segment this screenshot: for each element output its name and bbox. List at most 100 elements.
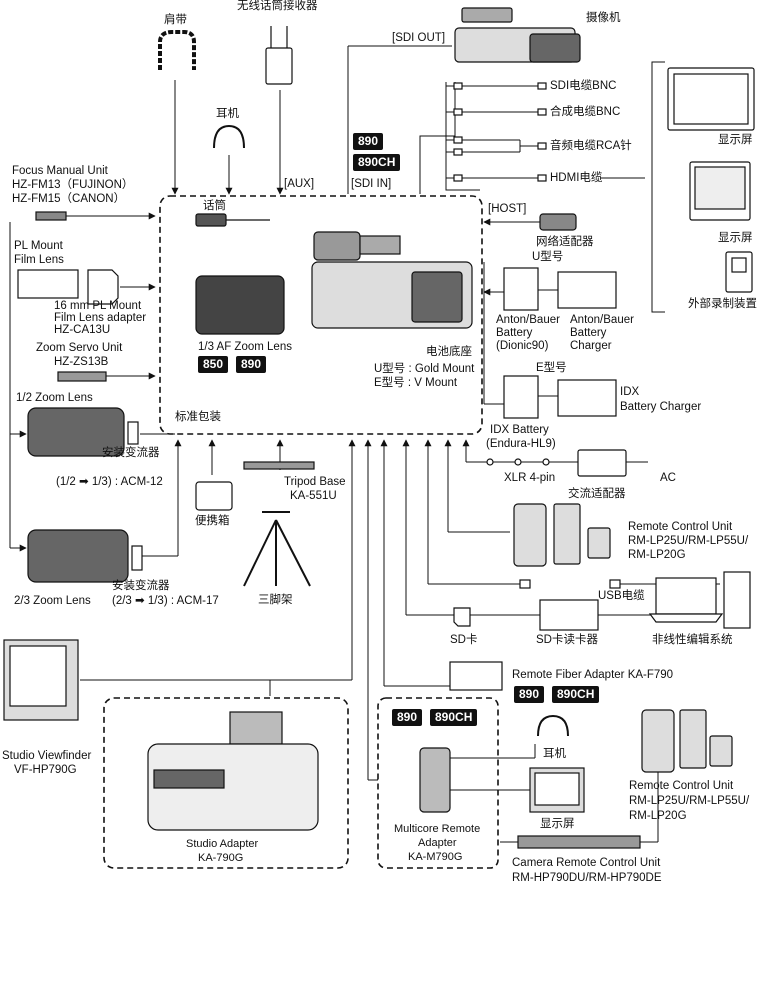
badge-890ch: 890CH (552, 686, 600, 703)
af-zoom-lens-label: 1/3 AF Zoom Lens (198, 341, 292, 353)
monitor-3-label: 显示屏 (540, 818, 575, 830)
crcu-2: RM-HP790DU/RM-HP790DE (512, 872, 662, 884)
camcorder-icon (454, 7, 581, 63)
anton-charger-2: Battery (570, 327, 607, 339)
hdmi-label: HDMI电缆 (550, 172, 603, 184)
camera-remote-control-unit-icon (517, 835, 641, 849)
studio-adapter-box (103, 697, 349, 869)
badge-890: 890 (514, 686, 545, 703)
studio-adapter-2: KA-790G (198, 852, 244, 864)
ac-label: AC (660, 472, 676, 484)
usb-cable-label: USB电缆 (598, 590, 645, 602)
standard-package-box (159, 195, 483, 435)
rcu-top-3: RM-LP20G (628, 549, 686, 561)
anton-charger-box (557, 271, 617, 309)
anton-battery-2: Battery (496, 327, 533, 339)
badge-890ch: 890CH (353, 154, 401, 171)
sdi-out-label: [SDI OUT] (392, 32, 446, 44)
headphone-icon (537, 714, 569, 737)
pc-tower-icon (723, 571, 751, 629)
shoulder-strap-icon (158, 30, 196, 70)
rcu-top-2: RM-LP25U/RM-LP55U/ (628, 535, 749, 547)
idx-battery-1: IDX Battery (490, 424, 549, 436)
multicore-1: Multicore Remote (394, 823, 481, 835)
multicore-3: KA-M790G (408, 851, 463, 863)
rcu-bottom-2: RM-LP25U/RM-LP55U/ (629, 795, 750, 807)
badge-890: 890 (353, 133, 384, 150)
focus-unit-model-2: HZ-FM15（CANON） (12, 193, 126, 205)
remote-control-icon (641, 709, 675, 773)
ac-adapter-icon (577, 449, 627, 477)
af-zoom-lens-icon (195, 275, 285, 335)
studio-vf-1: Studio Viewfinder (2, 750, 92, 762)
sd-reader-box (539, 599, 599, 631)
badge-890: 890 (392, 709, 423, 726)
pl-mount-1: PL Mount (14, 240, 63, 252)
external-brace (651, 61, 665, 313)
pl-adapter-1: 16 mm PL Mount (54, 300, 142, 312)
tripod-label: 三脚架 (258, 594, 293, 606)
multicore-adapter-icon (419, 747, 451, 813)
badge-890: 890 (236, 356, 267, 373)
network-adapter-label: 网络适配器 (536, 236, 594, 248)
half-zoom-lens-icon (27, 407, 125, 457)
focus-unit-model-1: HZ-FM13（FUJINON） (12, 179, 134, 191)
multicore-box (377, 697, 499, 869)
studio-adapter-1: Studio Adapter (186, 838, 259, 850)
tripod-base-1: Tripod Base (284, 476, 346, 488)
u-type-top-label: U型号 (532, 251, 564, 263)
network-adapter-icon (539, 213, 577, 231)
anton-battery-3: (Dionic90) (496, 340, 549, 352)
xlr-label: XLR 4-pin (504, 472, 556, 484)
idx-battery-box (503, 375, 539, 419)
standard-pack-label: 标准包装 (175, 411, 221, 423)
tripod-base-2: KA-551U (290, 490, 337, 502)
anton-charger-1: Anton/Bauer (570, 314, 634, 326)
ac-adapter-label: 交流适配器 (568, 488, 626, 500)
acm17-label: (2/3 ➡ 1/3) : ACM-17 (112, 595, 219, 607)
pl-mount-lens-box (17, 269, 79, 299)
zoom-servo-icon (57, 371, 107, 382)
fiber-adapter-label: Remote Fiber Adapter KA-F790 (512, 669, 674, 681)
zoom-servo-2: HZ-ZS13B (54, 356, 109, 368)
anton-battery-1: Anton/Bauer (496, 314, 560, 326)
rcu-bottom-1: Remote Control Unit (629, 780, 734, 792)
acm12-label: (1/2 ➡ 1/3) : ACM-12 (56, 476, 163, 488)
sdi-bnc-label: SDI电缆BNC (550, 80, 617, 92)
u-mount-label: U型号 : Gold Mount (374, 363, 475, 375)
aux-label: [AUX] (284, 178, 315, 190)
pl-adapter-icon (87, 269, 119, 305)
multicore-2: Adapter (418, 837, 457, 849)
converter-2-label: 安装变流器 (112, 580, 170, 592)
tripod-base-icon (243, 461, 315, 470)
external-recorder-label: 外部录制装置 (688, 298, 757, 310)
e-type-top-label: E型号 (536, 362, 567, 374)
anton-battery-box (503, 267, 539, 311)
wireless-receiver-icon (265, 47, 293, 85)
converter-1-label: 安装变流器 (102, 447, 160, 459)
remote-control-icon (513, 503, 547, 567)
headphone-icon (213, 124, 245, 149)
sdi-in-label: [SDI IN] (351, 178, 392, 190)
focus-unit-title: Focus Manual Unit (12, 165, 108, 177)
idx-battery-2: (Endura-HL9) (486, 438, 556, 450)
headphone-bottom-label: 耳机 (543, 748, 566, 760)
carry-case-icon (195, 481, 233, 511)
pl-adapter-2: Film Lens adapter (54, 312, 147, 324)
audio-rca-label: 音频电缆RCA针 (550, 140, 632, 152)
fiber-adapter-box (449, 661, 503, 691)
studio-adapter-icon (147, 711, 319, 831)
camera-body-icon (311, 231, 473, 329)
badge-850: 850 (198, 356, 229, 373)
rcu-top-1: Remote Control Unit (628, 521, 733, 533)
laptop-icon (655, 577, 717, 615)
crcu-1: Camera Remote Control Unit (512, 857, 661, 869)
mic-label: 话筒 (203, 200, 226, 212)
pl-mount-2: Film Lens (14, 254, 64, 266)
half-zoom-label: 1/2 Zoom Lens (16, 392, 93, 404)
carry-case-label: 便携箱 (195, 515, 230, 527)
tripod-icon (243, 511, 311, 587)
idx-charger-1: IDX (620, 386, 640, 398)
zoom-servo-1: Zoom Servo Unit (36, 342, 123, 354)
